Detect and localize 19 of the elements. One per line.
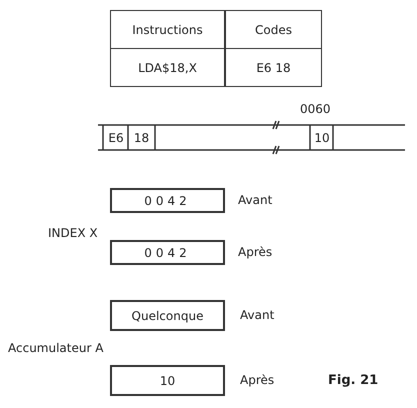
register-box: 0042: [110, 188, 225, 213]
memory-cell: E6: [103, 125, 129, 150]
state-label: Avant: [240, 308, 274, 322]
data-cell: E6 18: [225, 48, 322, 87]
data-cell: LDA$18,X: [110, 48, 225, 87]
state-label: Avant: [238, 193, 272, 207]
register-box: Quelconque: [110, 300, 225, 331]
figure-caption: Fig. 21: [328, 373, 378, 388]
address-label: 0060: [300, 102, 331, 116]
register-box: 0042: [110, 240, 225, 265]
state-label: Après: [240, 373, 274, 387]
header-cell: Instructions: [110, 10, 225, 49]
state-label: Après: [238, 245, 272, 259]
memory-cell: 10: [310, 125, 334, 150]
memory-cell: 18: [128, 125, 155, 150]
register-name: INDEX X: [48, 226, 98, 240]
register-box: 10: [110, 365, 225, 396]
register-name: Accumulateur A: [8, 341, 104, 355]
header-cell: Codes: [225, 10, 322, 49]
